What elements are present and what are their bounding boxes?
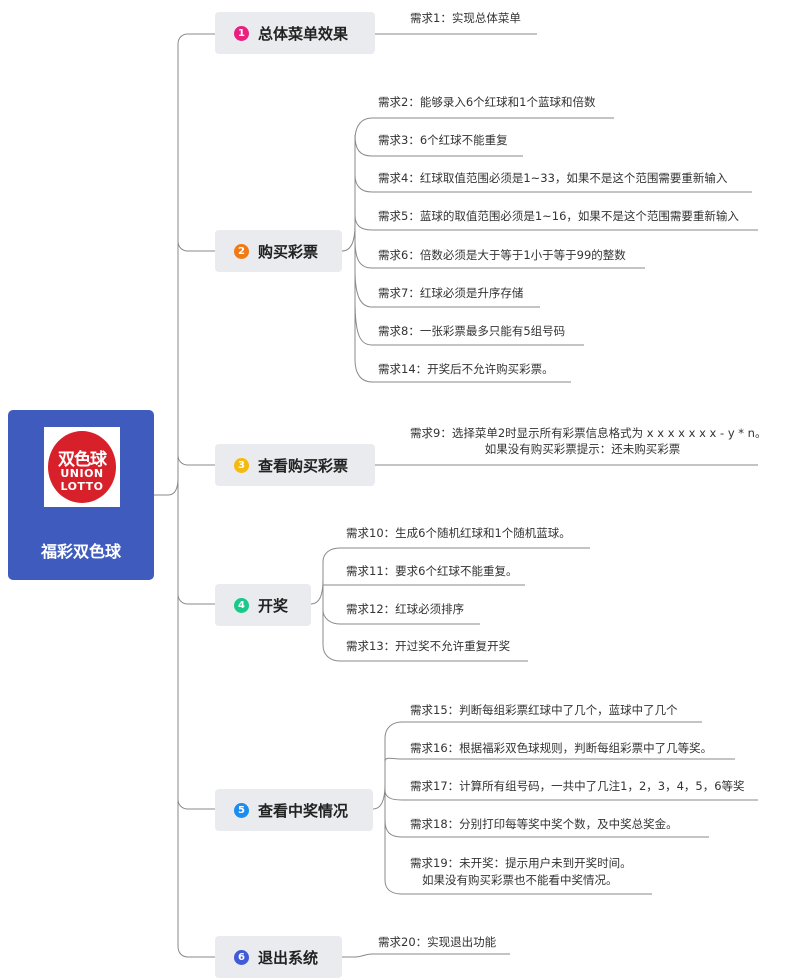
branch-label: 查看中奖情况 [258, 801, 349, 820]
root-title: 福彩双色球 [40, 542, 121, 561]
branch-label: 购买彩票 [258, 242, 319, 261]
leaf-req-16[interactable]: 需求16：根据福彩双色球规则，判断每组彩票中了几等奖。 [410, 741, 713, 755]
number-badge-1: 1 [234, 25, 249, 41]
leaf-req-12[interactable]: 需求12：红球必须排序 [346, 602, 465, 616]
leaf-req-20[interactable]: 需求20：实现退出功能 [378, 935, 497, 949]
root-node[interactable]: 双色球 UNION LOTTO 福彩双色球 [8, 410, 154, 580]
branch-label: 总体菜单效果 [258, 24, 349, 43]
leaf-req-11[interactable]: 需求11：要求6个红球不能重复。 [346, 564, 518, 578]
number-badge-4: 4 [234, 597, 249, 613]
leaf-req-1[interactable]: 需求1：实现总体菜单 [410, 11, 521, 25]
branch-label: 开奖 [258, 596, 289, 615]
branch-exit[interactable]: 6 退出系统 [215, 936, 342, 978]
leaf-req-9[interactable]: 需求9：选择菜单2时显示所有彩票信息格式为 x x x x x x x - y … [410, 426, 767, 440]
leaf-req-5[interactable]: 需求5：蓝球的取值范围必须是1~16，如果不是这个范围需要重新输入 [378, 209, 739, 223]
number-badge-2: 2 [234, 243, 249, 259]
leaf-req-13[interactable]: 需求13：开过奖不允许重复开奖 [346, 639, 511, 653]
leaf-req-7[interactable]: 需求7：红球必须是升序存储 [378, 286, 524, 300]
leaf-req-6[interactable]: 需求6：倍数必须是大于等于1小于等于99的整数 [378, 248, 626, 262]
leaf-req-3[interactable]: 需求3：6个红球不能重复 [378, 133, 508, 147]
branch-menu[interactable]: 1 总体菜单效果 [215, 12, 375, 54]
leaf-req-17[interactable]: 需求17：计算所有组号码，一共中了几注1，2，3，4，5，6等奖 [410, 779, 745, 793]
leaf-req-14[interactable]: 需求14：开奖后不允许购买彩票。 [378, 362, 554, 376]
leaf-req-15[interactable]: 需求15：判断每组彩票红球中了几个，蓝球中了几个 [410, 703, 678, 717]
branch-view-results[interactable]: 5 查看中奖情况 [215, 789, 373, 831]
leaf-req-4[interactable]: 需求4：红球取值范围必须是1~33，如果不是这个范围需要重新输入 [378, 171, 728, 185]
logo-en-text-1: UNION [60, 467, 104, 480]
number-badge-3: 3 [234, 457, 249, 473]
union-lotto-logo: 双色球 UNION LOTTO [44, 427, 120, 507]
branch-label: 查看购买彩票 [258, 456, 349, 475]
branch-label: 退出系统 [258, 948, 319, 967]
number-badge-6: 6 [234, 949, 249, 965]
branch-view-tickets[interactable]: 3 查看购买彩票 [215, 444, 375, 486]
logo-en-text-2: LOTTO [60, 480, 104, 493]
logo-disc: 双色球 UNION LOTTO [48, 431, 116, 503]
leaf-req-10[interactable]: 需求10：生成6个随机红球和1个随机蓝球。 [346, 526, 571, 540]
leaf-req-19[interactable]: 需求19：未开奖：提示用户未到开奖时间。 [410, 856, 632, 870]
leaf-req-19-line2[interactable]: 如果没有购买彩票也不能看中奖情况。 [422, 873, 618, 887]
leaf-req-8[interactable]: 需求8：一张彩票最多只能有5组号码 [378, 324, 566, 338]
logo-cn-text: 双色球 [58, 450, 107, 470]
branch-buy-ticket[interactable]: 2 购买彩票 [215, 230, 342, 272]
leaf-req-2[interactable]: 需求2：能够录入6个红球和1个蓝球和倍数 [378, 95, 596, 109]
branch-draw[interactable]: 4 开奖 [215, 584, 311, 626]
leaf-req-18[interactable]: 需求18：分别打印每等奖中奖个数，及中奖总奖金。 [410, 817, 678, 831]
leaf-req-9-line2[interactable]: 如果没有购买彩票提示：还未购买彩票 [484, 442, 681, 456]
number-badge-5: 5 [234, 802, 249, 818]
